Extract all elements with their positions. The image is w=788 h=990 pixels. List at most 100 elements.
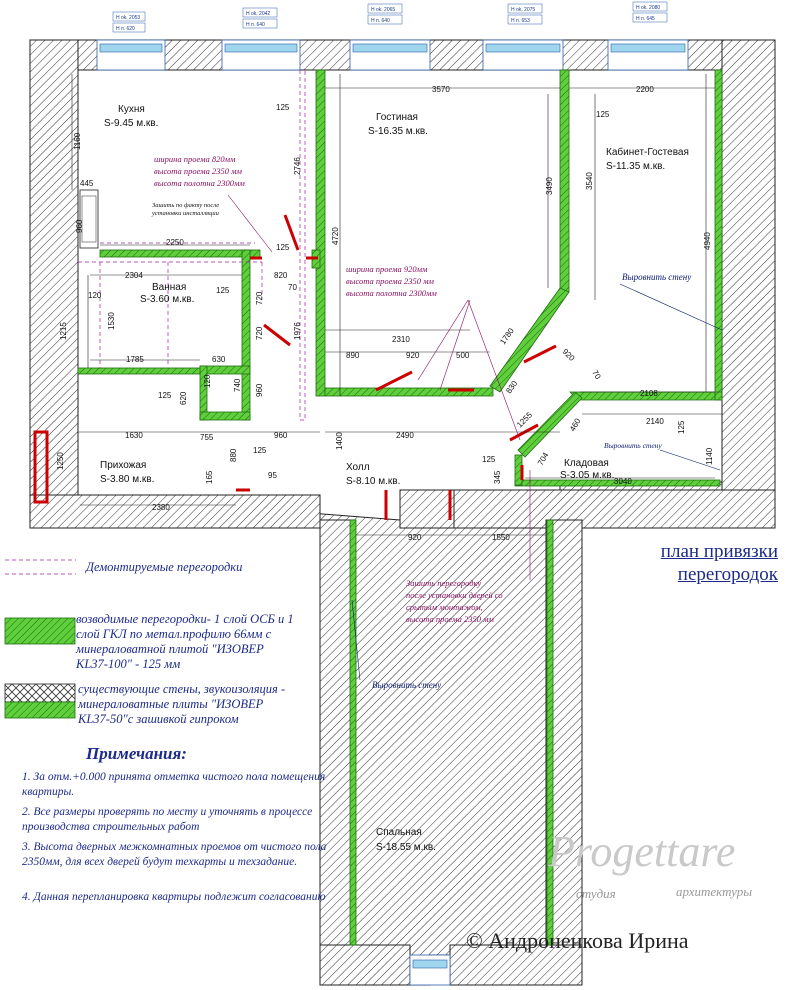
dim-165: 165 bbox=[205, 470, 214, 484]
door-openings bbox=[33, 214, 557, 520]
sew-note-3: срытым монтажом, bbox=[406, 602, 483, 612]
notes-item-4: 4. Данная перепланировка квартиры подлеж… bbox=[22, 891, 326, 903]
dim-500: 500 bbox=[456, 351, 470, 360]
dim-2380: 2380 bbox=[152, 503, 170, 512]
opening2-width: ширина проема 920мм bbox=[346, 264, 428, 274]
dim-1530: 1530 bbox=[107, 312, 116, 330]
opening1-leaf: высота полотна 2300мм bbox=[154, 178, 245, 188]
room-living-name: Гостиная bbox=[376, 112, 418, 123]
dim-1140: 1140 bbox=[705, 447, 714, 465]
dim-70: 70 bbox=[288, 283, 297, 292]
room-hall-name: Холл bbox=[346, 462, 370, 473]
dim-4720: 4720 bbox=[331, 227, 340, 245]
room-kitchen-area: S-9.45 м.кв. bbox=[104, 118, 158, 129]
sew-note-2: после установки дверей со bbox=[406, 590, 503, 600]
dim-125-d: 125 bbox=[276, 103, 290, 112]
dim-460: 460 bbox=[568, 416, 583, 433]
window-frames bbox=[99, 43, 686, 969]
dim-960b: 960 bbox=[255, 383, 264, 397]
dim-1630: 1630 bbox=[125, 431, 143, 440]
legend-existing-line-2: минераловатные плиты "ИЗОВЕР bbox=[78, 697, 264, 711]
window-4-label-b: Н п. 653 bbox=[511, 18, 530, 24]
dim-1976: 1976 bbox=[293, 322, 302, 340]
opening2-leaf: высота полотна 2300мм bbox=[346, 288, 437, 298]
dim-880: 880 bbox=[229, 448, 238, 462]
room-bedroom-area: S-18.55 м.кв. bbox=[376, 842, 436, 853]
notes-item-1: 1. За отм.+0.000 принята отметка чистого… bbox=[22, 771, 326, 798]
dim-740: 740 bbox=[233, 378, 242, 392]
dim-2490: 2490 bbox=[396, 431, 414, 440]
dim-2200: 2200 bbox=[636, 85, 654, 94]
brand-logo: Progettare bbox=[548, 827, 736, 876]
plan-title: план привязки перегородок bbox=[600, 540, 778, 586]
room-bath-name: Ванная bbox=[152, 282, 186, 293]
legend-swatches bbox=[4, 559, 76, 719]
window-labels: Н ok. 2053 Н п. 620 Н ok. 2042 Н п. 640 … bbox=[116, 5, 660, 32]
dim-125-h: 125 bbox=[276, 243, 290, 252]
legend-existing-line-1: существующие стены, звукоизоляция - bbox=[78, 682, 286, 696]
dim-1785: 1785 bbox=[126, 355, 144, 364]
new-partitions bbox=[77, 69, 723, 946]
legend-demolished: Демонтируемые перегородки bbox=[86, 560, 243, 574]
opening1-width: ширина проема 820мм bbox=[154, 154, 236, 164]
dim-3570: 3570 bbox=[432, 85, 450, 94]
dim-1250: 1250 bbox=[56, 452, 65, 470]
dim-2304: 2304 bbox=[125, 271, 143, 280]
dim-125-e: 125 bbox=[596, 110, 610, 119]
plan-notes: ширина проема 820мм высота проема 2350 м… bbox=[151, 154, 723, 690]
dim-95: 95 bbox=[268, 471, 277, 480]
dim-345: 345 bbox=[493, 470, 502, 484]
dim-120b: 120 bbox=[203, 374, 212, 388]
dim-125-g: 125 bbox=[482, 455, 496, 464]
window-5-label-a: Н ok. 2080 bbox=[636, 5, 660, 11]
dim-755: 755 bbox=[200, 433, 214, 442]
dim-125-bath: 125 bbox=[216, 286, 230, 295]
dim-890: 890 bbox=[346, 351, 360, 360]
dim-3490: 3490 bbox=[545, 177, 554, 195]
dim-920c: 920 bbox=[408, 533, 422, 542]
window-1-label-a: Н ok. 2053 bbox=[116, 15, 140, 21]
plan-title-line-1: план привязки bbox=[660, 541, 778, 562]
demolished-partitions bbox=[78, 70, 306, 421]
legend-existing-line-3: KL37-50"с зашивкой гипроком bbox=[78, 712, 239, 726]
room-entry-area: S-3.80 м.кв. bbox=[100, 474, 154, 485]
dim-720b: 720 bbox=[255, 326, 264, 340]
dim-1550: 1550 bbox=[492, 533, 510, 542]
room-storage-name: Кладовая bbox=[564, 458, 609, 469]
dim-4940: 4940 bbox=[703, 232, 712, 250]
dim-960c: 960 bbox=[274, 431, 288, 440]
dim-3540: 3540 bbox=[585, 172, 594, 190]
dim-2108: 2108 bbox=[640, 389, 658, 398]
dim-820: 820 bbox=[274, 271, 288, 280]
install-note-1: Зашить по факту после bbox=[152, 202, 219, 209]
align-wall-note-1: Выровнить стену bbox=[622, 272, 691, 282]
opening2-height: высота проема 2350 мм bbox=[346, 276, 435, 286]
room-entry-name: Прихожая bbox=[100, 460, 146, 471]
dim-2310: 2310 bbox=[392, 335, 410, 344]
dim-2746: 2746 bbox=[293, 157, 302, 175]
window-4-label-a: Н ok. 2075 bbox=[511, 7, 535, 13]
plan-title-line-2: перегородок bbox=[677, 564, 778, 585]
room-bath-area: S-3.60 м.кв. bbox=[140, 294, 194, 305]
dim-1400: 1400 bbox=[335, 432, 344, 450]
install-note-2: установки инсталляции bbox=[151, 210, 220, 217]
room-kitchen-name: Кухня bbox=[118, 104, 145, 115]
notes-item-3: 3. Высота дверных межкомнатных проемов о… bbox=[22, 841, 327, 868]
exterior-walls bbox=[29, 39, 776, 986]
dimension-lines bbox=[71, 74, 722, 536]
window-1-label-b: Н п. 620 bbox=[116, 26, 135, 32]
window-2-label-b: Н п. 640 bbox=[246, 22, 265, 28]
align-wall-note-2: Выровнить стену bbox=[604, 441, 662, 450]
window-5-label-b: Н п. 645 bbox=[636, 16, 655, 22]
room-living-area: S-16.35 м.кв. bbox=[368, 126, 428, 137]
dim-125-c: 125 bbox=[253, 446, 267, 455]
window-label-boxes bbox=[112, 1, 668, 33]
window-3-label-a: Н ok. 2065 bbox=[371, 7, 395, 13]
dim-125-f: 125 bbox=[677, 420, 686, 434]
dim-3040: 3040 bbox=[614, 477, 632, 486]
dim-445: 445 bbox=[80, 179, 94, 188]
dim-704: 704 bbox=[536, 450, 551, 467]
dim-1255: 1255 bbox=[515, 410, 534, 429]
dim-1160: 1160 bbox=[73, 132, 82, 150]
